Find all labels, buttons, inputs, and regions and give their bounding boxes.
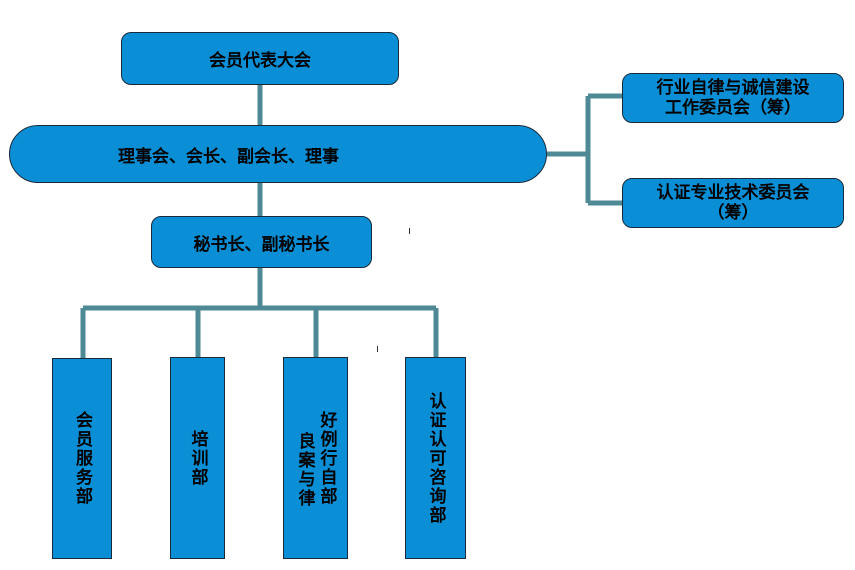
node-dept-training: 培训部: [170, 357, 225, 559]
node-assembly-label: 会员代表大会: [209, 51, 311, 71]
dept-certification-label: 认证认可咨询部: [425, 391, 446, 525]
node-secretary: 秘书长、副秘书长: [151, 216, 372, 268]
committee-integrity-line2: 工作委员会（筹）: [665, 98, 801, 118]
stray-mark: [409, 228, 410, 234]
committee-technical-line2: （筹）: [707, 203, 759, 223]
node-dept-member-service: 会员服务部: [52, 358, 112, 559]
node-council-label: 理事会、会长、副会长、理事: [118, 146, 339, 167]
stray-mark: [377, 346, 378, 352]
node-secretary-label: 秘书长、副秘书长: [193, 234, 330, 255]
committee-integrity-line1: 行业自律与诚信建设: [656, 78, 810, 98]
node-council: 理事会、会长、副会长、理事: [9, 125, 547, 183]
dept-member-service-label: 会员服务部: [72, 411, 92, 506]
node-committee-integrity: 行业自律与诚信建设 工作委员会（筹）: [622, 73, 844, 123]
committee-technical-line1: 认证专业技术委员会: [656, 183, 810, 203]
dept-good-cases-col1: 良案与律: [294, 432, 315, 508]
node-dept-certification: 认证认可咨询部: [405, 357, 466, 559]
node-dept-good-cases: 良案与律 好例行自部: [283, 357, 348, 559]
dept-good-cases-col2: 好例行自部: [316, 410, 337, 506]
node-committee-technical: 认证专业技术委员会 （筹）: [622, 178, 844, 228]
dept-training-label: 培训部: [187, 429, 208, 487]
node-assembly: 会员代表大会: [121, 32, 399, 85]
